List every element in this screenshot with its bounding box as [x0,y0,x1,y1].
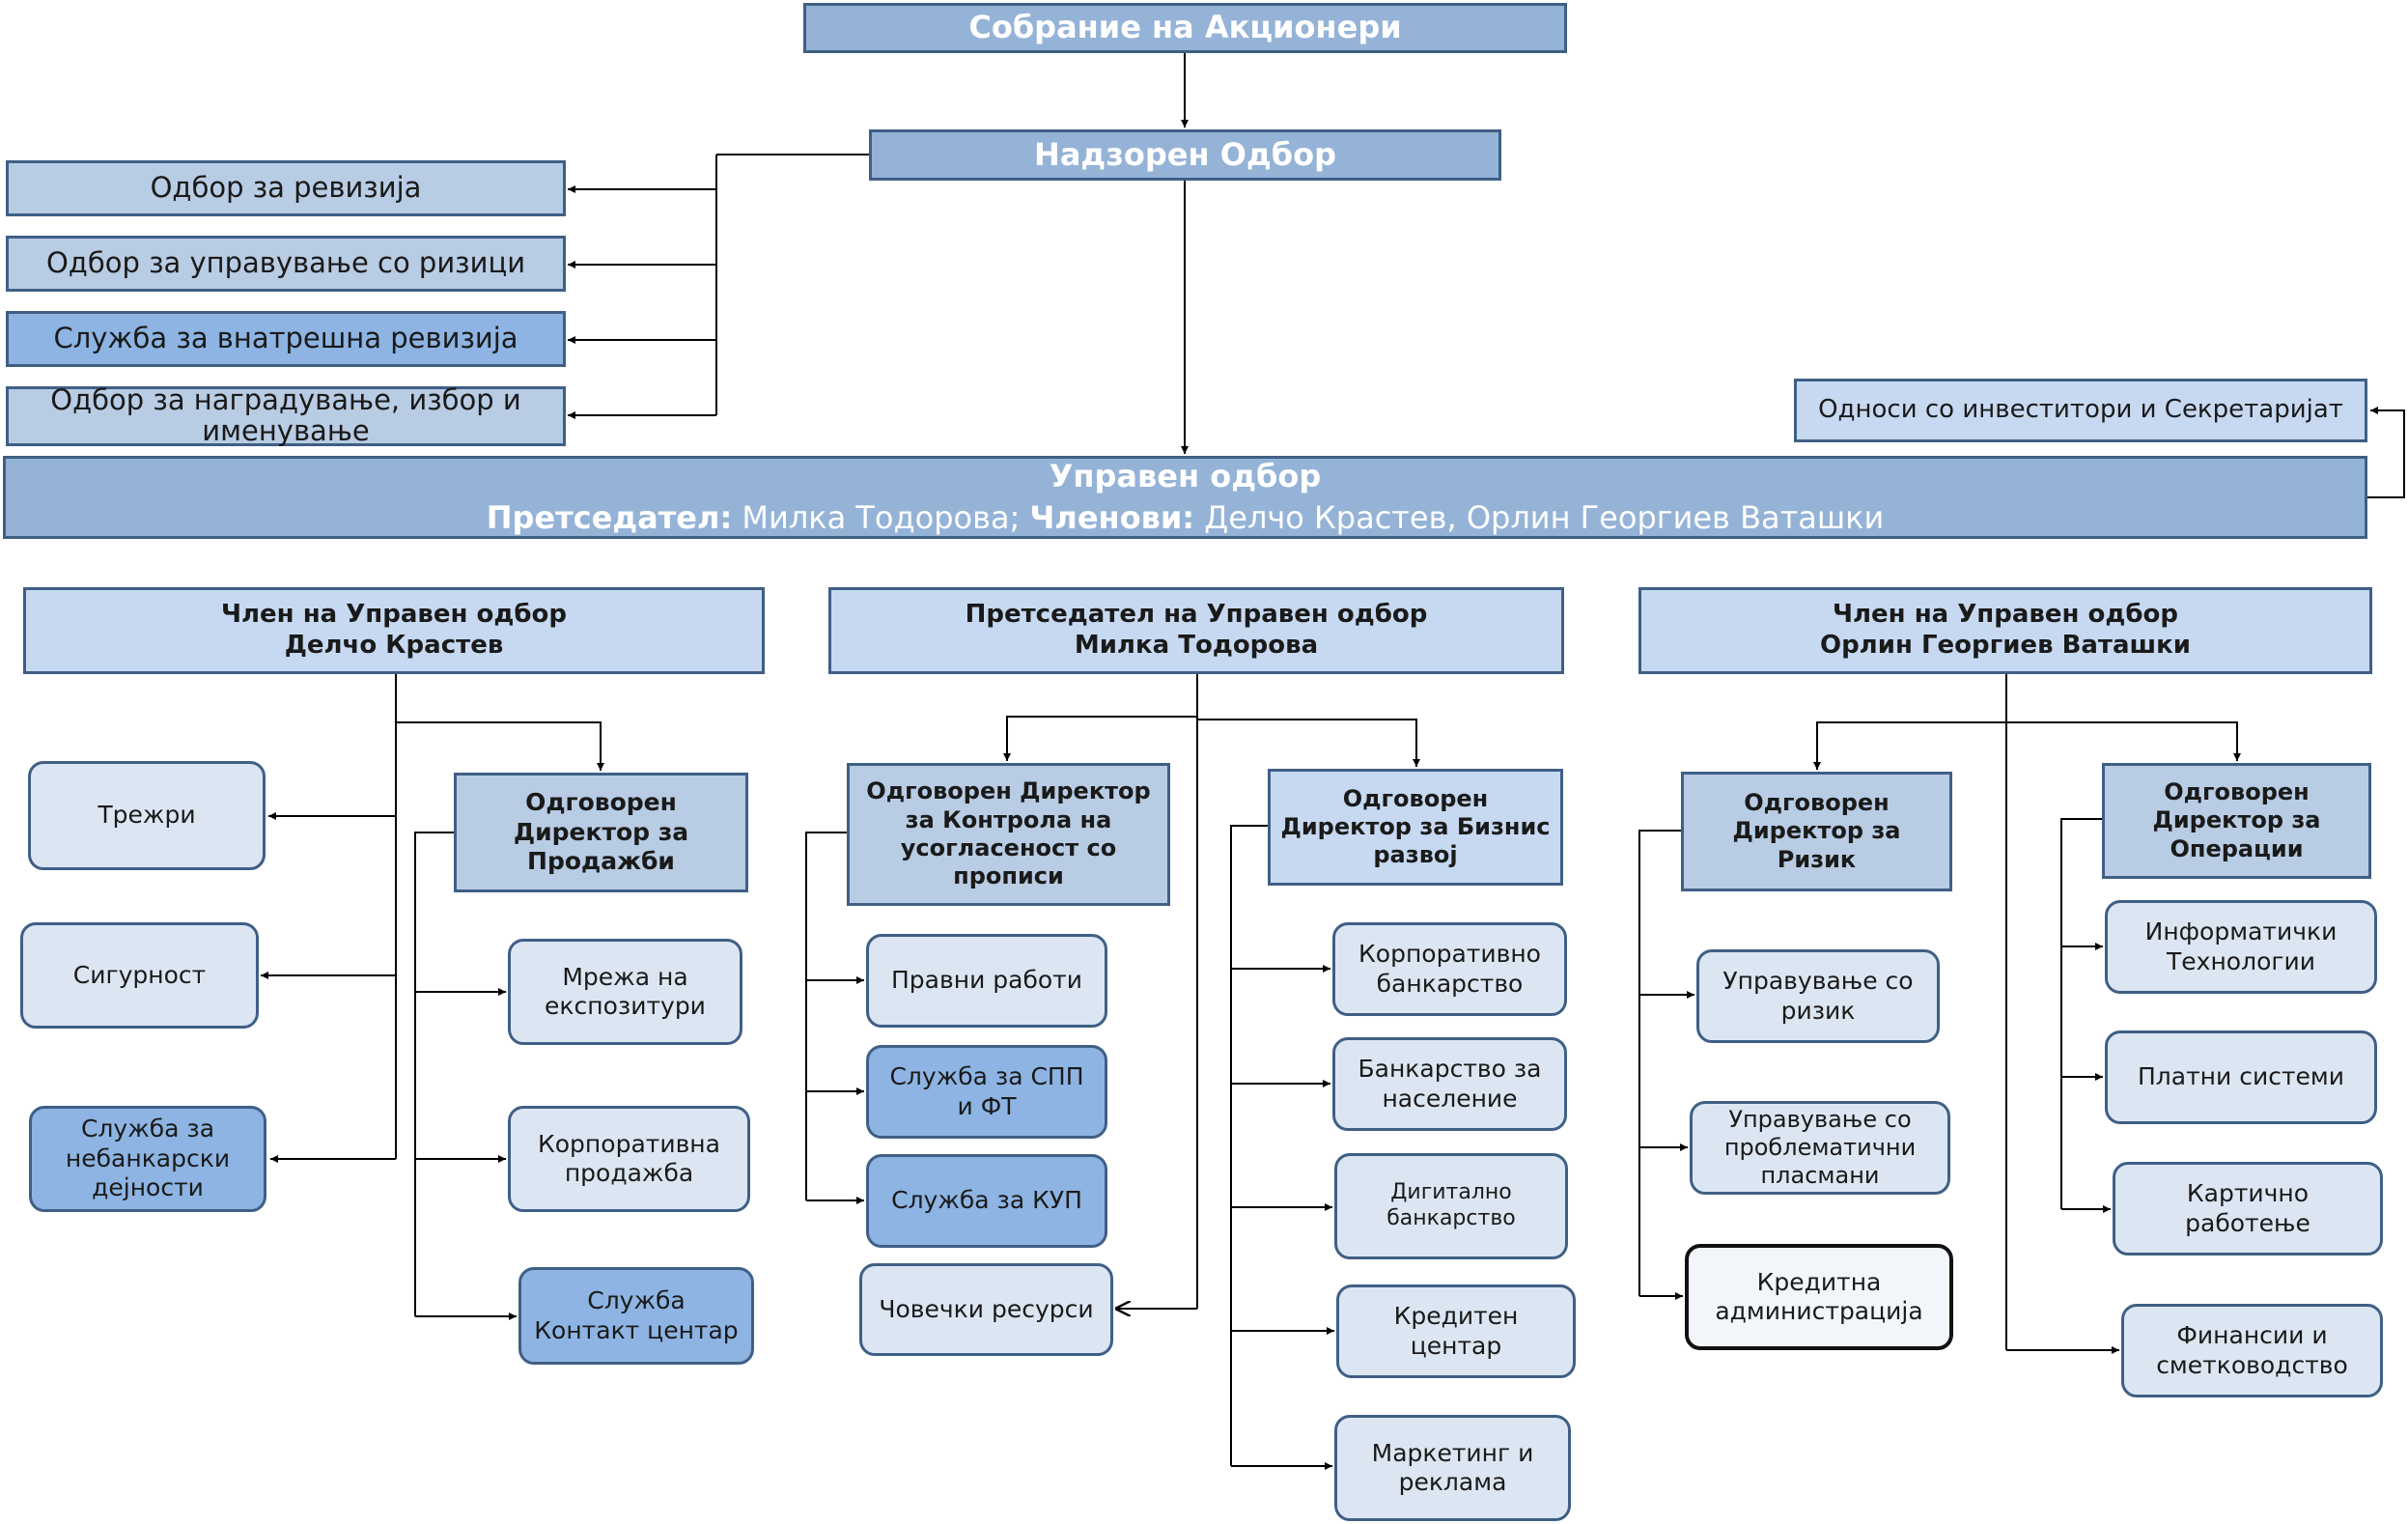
nonbanking-unit: Служба за небанкарски дејности [29,1106,266,1212]
member-right: Член на Управен одбор Орлин Георгиев Ват… [1638,587,2372,674]
corporate-banking-unit: Корпоративно банкарство [1332,922,1567,1016]
management-board-composition: Претседател: Милка Тодорова; Членови: Де… [487,499,1885,537]
hr-label: Човечки ресурси [879,1294,1094,1323]
retail-banking-label: Банкарство за население [1358,1055,1542,1113]
marketing-label: Маркетинг и реклама [1371,1438,1534,1497]
digital-banking-unit: Дигитално банкарство [1334,1153,1568,1259]
branch-network-label: Мрежа на експозитури [545,962,706,1021]
risk-committee: Одбор за управување со ризици [6,236,566,292]
member-center-role: Претседател на Управен одбор [965,600,1428,630]
aml-label: Служба за СПП и ФТ [889,1062,1084,1120]
hr-unit: Човечки ресурси [859,1263,1113,1356]
legal-label: Правни работи [891,966,1082,995]
shareholders-assembly-label: Собрание на Акционери [968,9,1402,46]
member-right-role: Член на Управен одбор [1832,600,2179,630]
audit-committee-label: Одбор за ревизија [150,171,422,205]
sales-director: Одговорен Директор за Продажби [454,773,748,892]
cards-unit: Картично работење [2113,1162,2383,1256]
board-chair-name: Милка Тодорова; [742,499,1021,536]
risk-committee-label: Одбор за управување со ризици [45,246,526,280]
npl-management-unit: Управување со проблематични пласмани [1690,1101,1950,1195]
member-left: Член на Управен одбор Делчо Крастев [23,587,765,674]
finance-label: Финансии и сметководство [2156,1321,2348,1379]
internal-audit-service-label: Служба за внатрешна ревизија [53,322,518,355]
corporate-sales-unit: Корпоративна продажба [508,1106,750,1212]
board-chair-label: Претседател: [486,499,733,536]
branch-network-unit: Мрежа на експозитури [508,939,742,1045]
kup-label: Служба за КУП [891,1186,1082,1215]
payments-unit: Платни системи [2105,1030,2377,1124]
internal-audit-service: Служба за внатрешна ревизија [6,311,566,367]
compliance-director: Одговорен Директор за Контрола на усогла… [847,763,1170,906]
cards-label: Картично работење [2185,1179,2310,1237]
security-label: Сигурност [72,960,207,989]
risk-director-label: Одговорен Директор за Ризик [1732,789,1901,873]
kup-unit: Служба за КУП [866,1154,1107,1248]
shareholders-assembly: Собрание на Акционери [803,3,1567,53]
digital-banking-label: Дигитално банкарство [1386,1180,1516,1230]
risk-management-unit: Управување со ризик [1696,949,1940,1043]
member-center-name: Милка Тодорова [1074,631,1319,660]
member-left-name: Делчо Крастев [284,631,504,660]
contact-center-label: Служба Контакт центар [534,1286,739,1344]
operations-director: Одговорен Директор за Операции [2102,763,2371,879]
nomination-committee-label: Одбор за наградување, избор и именување [50,383,521,447]
corporate-banking-label: Корпоративно банкарство [1358,940,1541,998]
npl-management-label: Управување со проблематични пласмани [1723,1105,1917,1190]
sales-director-label: Одговорен Директор за Продажби [513,788,689,876]
member-right-name: Орлин Георгиев Ваташки [1819,631,2192,660]
risk-director: Одговорен Директор за Ризик [1681,772,1952,891]
marketing-unit: Маркетинг и реклама [1334,1415,1571,1521]
investor-relations: Односи со инвеститори и Секретаријат [1794,379,2367,442]
audit-committee: Одбор за ревизија [6,160,566,216]
operations-director-label: Одговорен Директор за Операции [2152,778,2321,862]
compliance-director-label: Одговорен Директор за Контрола на усогла… [866,777,1151,890]
aml-unit: Служба за СПП и ФТ [866,1045,1107,1139]
member-left-role: Член на Управен одбор [220,600,568,630]
supervisory-board-label: Надзорен Одбор [1034,135,1336,173]
credit-center-label: Кредитен центар [1393,1302,1519,1360]
management-board: Управен одбор Претседател: Милка Тодоров… [3,456,2367,539]
management-board-title: Управен одбор [1049,457,1322,494]
board-members-label: Членови: [1029,499,1195,536]
nomination-committee: Одбор за наградување, избор и именување [6,383,566,447]
bizdev-director-label: Одговорен Директор за Бизнис развој [1280,784,1551,869]
treasury-label: Трежри [98,801,196,830]
it-label: Информатички Технологии [2144,917,2338,975]
bizdev-director: Одговорен Директор за Бизнис развој [1268,769,1563,886]
member-center-chair: Претседател на Управен одбор Милка Тодор… [828,587,1564,674]
credit-administration-unit: Кредитна администрација [1685,1244,1953,1350]
contact-center-unit: Служба Контакт центар [518,1267,754,1365]
it-unit: Информатички Технологии [2105,900,2377,994]
board-members-names: Делчо Крастев, Орлин Георгиев Ваташки [1204,499,1885,536]
risk-management-label: Управување со ризик [1722,967,1914,1025]
supervisory-board: Надзорен Одбор [869,129,1501,181]
investor-relations-label: Односи со инвеститори и Секретаријат [1818,395,2343,425]
nonbanking-label: Служба за небанкарски дејности [65,1115,231,1202]
legal-unit: Правни работи [866,934,1107,1028]
payments-label: Платни системи [2138,1062,2344,1091]
credit-center-unit: Кредитен центар [1336,1284,1576,1378]
finance-unit: Финансии и сметководство [2121,1304,2383,1397]
credit-administration-label: Кредитна администрација [1715,1267,1923,1326]
corporate-sales-label: Корпоративна продажба [538,1129,720,1188]
security-unit: Сигурност [20,922,259,1029]
treasury-unit: Трежри [28,761,266,870]
retail-banking-unit: Банкарство за население [1332,1037,1567,1131]
